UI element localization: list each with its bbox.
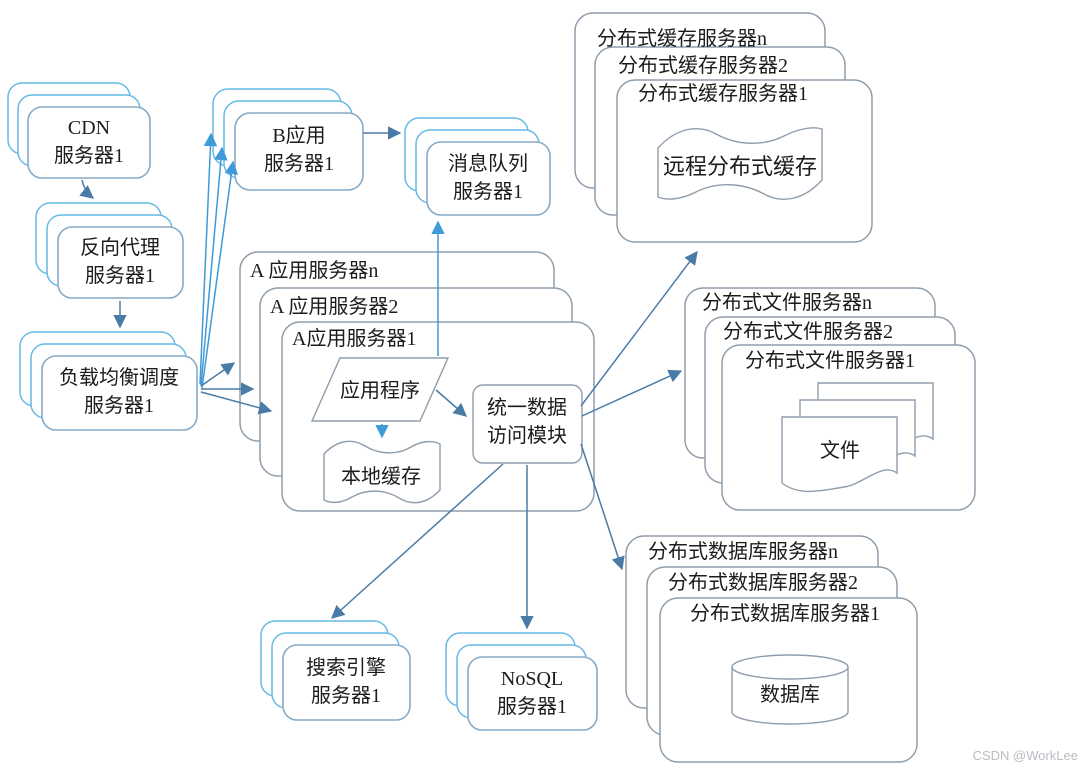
app-a-label-n: A 应用服务器n xyxy=(250,259,378,282)
nosql-label-line2: 服务器1 xyxy=(497,695,567,718)
arrow-load-balancer-to-app-a-1 xyxy=(200,391,273,415)
watermark: CSDN @WorkLee xyxy=(973,748,1078,763)
local-cache-label: 本地缓存 xyxy=(341,465,421,488)
dist-cache-server-stack: 分布式缓存服务器n 分布式缓存服务器2 分布式缓存服务器1 远程分布式缓存 xyxy=(574,12,873,243)
reverse-proxy-stack: 反向代理 服务器1 xyxy=(35,202,184,299)
app-b-label-line1: B应用 xyxy=(272,124,325,147)
arrow-application-to-data-access xyxy=(435,389,468,417)
arrow-data-access-to-dist-db xyxy=(580,443,625,571)
arrow-data-access-to-search-engine xyxy=(330,463,504,619)
load-balancer-box-front xyxy=(41,355,198,431)
dist-cache-label-1: 分布式缓存服务器1 xyxy=(638,82,808,105)
search-engine-label-line2: 服务器1 xyxy=(311,684,381,707)
cdn-server-stack: CDN 服务器1 xyxy=(7,82,151,179)
arrow-load-balancer-to-app-a-n xyxy=(200,362,236,387)
dist-db-label-2: 分布式数据库服务器2 xyxy=(668,571,858,594)
reverse-proxy-label-line2: 服务器1 xyxy=(85,264,155,287)
application-parallelogram xyxy=(310,357,450,422)
arrow-load-balancer-to-app-b-1 xyxy=(199,132,218,385)
app-b-box-front xyxy=(234,112,364,191)
cdn-box-front xyxy=(27,106,151,179)
dist-db-label-1: 分布式数据库服务器1 xyxy=(690,602,880,625)
app-a-label-2: A 应用服务器2 xyxy=(270,295,398,318)
app-a-label-1: A应用服务器1 xyxy=(292,327,416,350)
dist-file-server-stack: 分布式文件服务器n 分布式文件服务器2 分布式文件服务器1 文件 xyxy=(684,287,976,511)
arrow-cdn-to-reverse-proxy xyxy=(79,179,95,199)
dist-file-label-2: 分布式文件服务器2 xyxy=(723,320,893,343)
data-access-module-box xyxy=(472,384,583,464)
load-balancer-label-line1: 负载均衡调度 xyxy=(59,366,179,389)
arrow-load-balancer-to-app-b-2 xyxy=(200,146,228,387)
database-cylinder-body xyxy=(731,667,849,725)
app-b-label-line2: 服务器1 xyxy=(264,152,334,175)
nosql-server-stack: NoSQL 服务器1 xyxy=(445,632,598,731)
reverse-proxy-label-line1: 反向代理 xyxy=(80,236,160,259)
cdn-label-line2: 服务器1 xyxy=(54,144,124,167)
nosql-box-front xyxy=(467,656,598,731)
dist-file-label-n: 分布式文件服务器n xyxy=(702,291,872,314)
data-access-label-line1: 统一数据 xyxy=(487,396,567,419)
database-cylinder-top xyxy=(731,654,849,680)
dist-db-server-stack: 分布式数据库服务器n 分布式数据库服务器2 分布式数据库服务器1 数据库 xyxy=(625,535,918,763)
load-balancer-stack: 负载均衡调度 服务器1 xyxy=(19,331,198,431)
application-label: 应用程序 xyxy=(340,379,420,402)
local-cache-ribbon xyxy=(323,440,441,504)
app-a-server-stack: A 应用服务器n A 应用服务器2 A应用服务器1 应用程序 本地缓存 统一数据… xyxy=(239,251,595,512)
file-label: 文件 xyxy=(820,439,860,462)
search-engine-stack: 搜索引擎 服务器1 xyxy=(260,620,411,721)
message-queue-label-line2: 服务器1 xyxy=(453,180,523,203)
message-queue-box-front xyxy=(426,141,551,216)
app-b-server-stack: B应用 服务器1 xyxy=(212,88,364,191)
data-access-label-line2: 访问模块 xyxy=(487,424,567,447)
message-queue-label-line1: 消息队列 xyxy=(448,152,528,175)
reverse-proxy-box-front xyxy=(57,226,184,299)
arrow-data-access-to-dist-file xyxy=(581,369,683,417)
dist-db-label-n: 分布式数据库服务器n xyxy=(648,540,838,563)
dist-cache-label-n: 分布式缓存服务器n xyxy=(597,27,767,50)
database-label: 数据库 xyxy=(760,683,820,706)
file-document-front xyxy=(781,416,898,493)
connector-arrows xyxy=(79,126,698,630)
search-engine-box-front xyxy=(282,644,411,721)
cdn-label-line1: CDN xyxy=(68,117,110,139)
arrow-load-balancer-to-app-b-3 xyxy=(201,160,239,389)
dist-cache-label-2: 分布式缓存服务器2 xyxy=(618,54,788,77)
arrow-data-access-to-dist-cache xyxy=(580,250,698,407)
remote-cache-ribbon xyxy=(657,127,823,200)
message-queue-stack: 消息队列 服务器1 xyxy=(404,117,551,216)
remote-cache-label: 远程分布式缓存 xyxy=(663,154,817,179)
load-balancer-label-line2: 服务器1 xyxy=(84,394,154,417)
dist-file-label-1: 分布式文件服务器1 xyxy=(745,349,915,372)
search-engine-label-line1: 搜索引擎 xyxy=(306,656,386,679)
nosql-label-line1: NoSQL xyxy=(501,668,563,690)
